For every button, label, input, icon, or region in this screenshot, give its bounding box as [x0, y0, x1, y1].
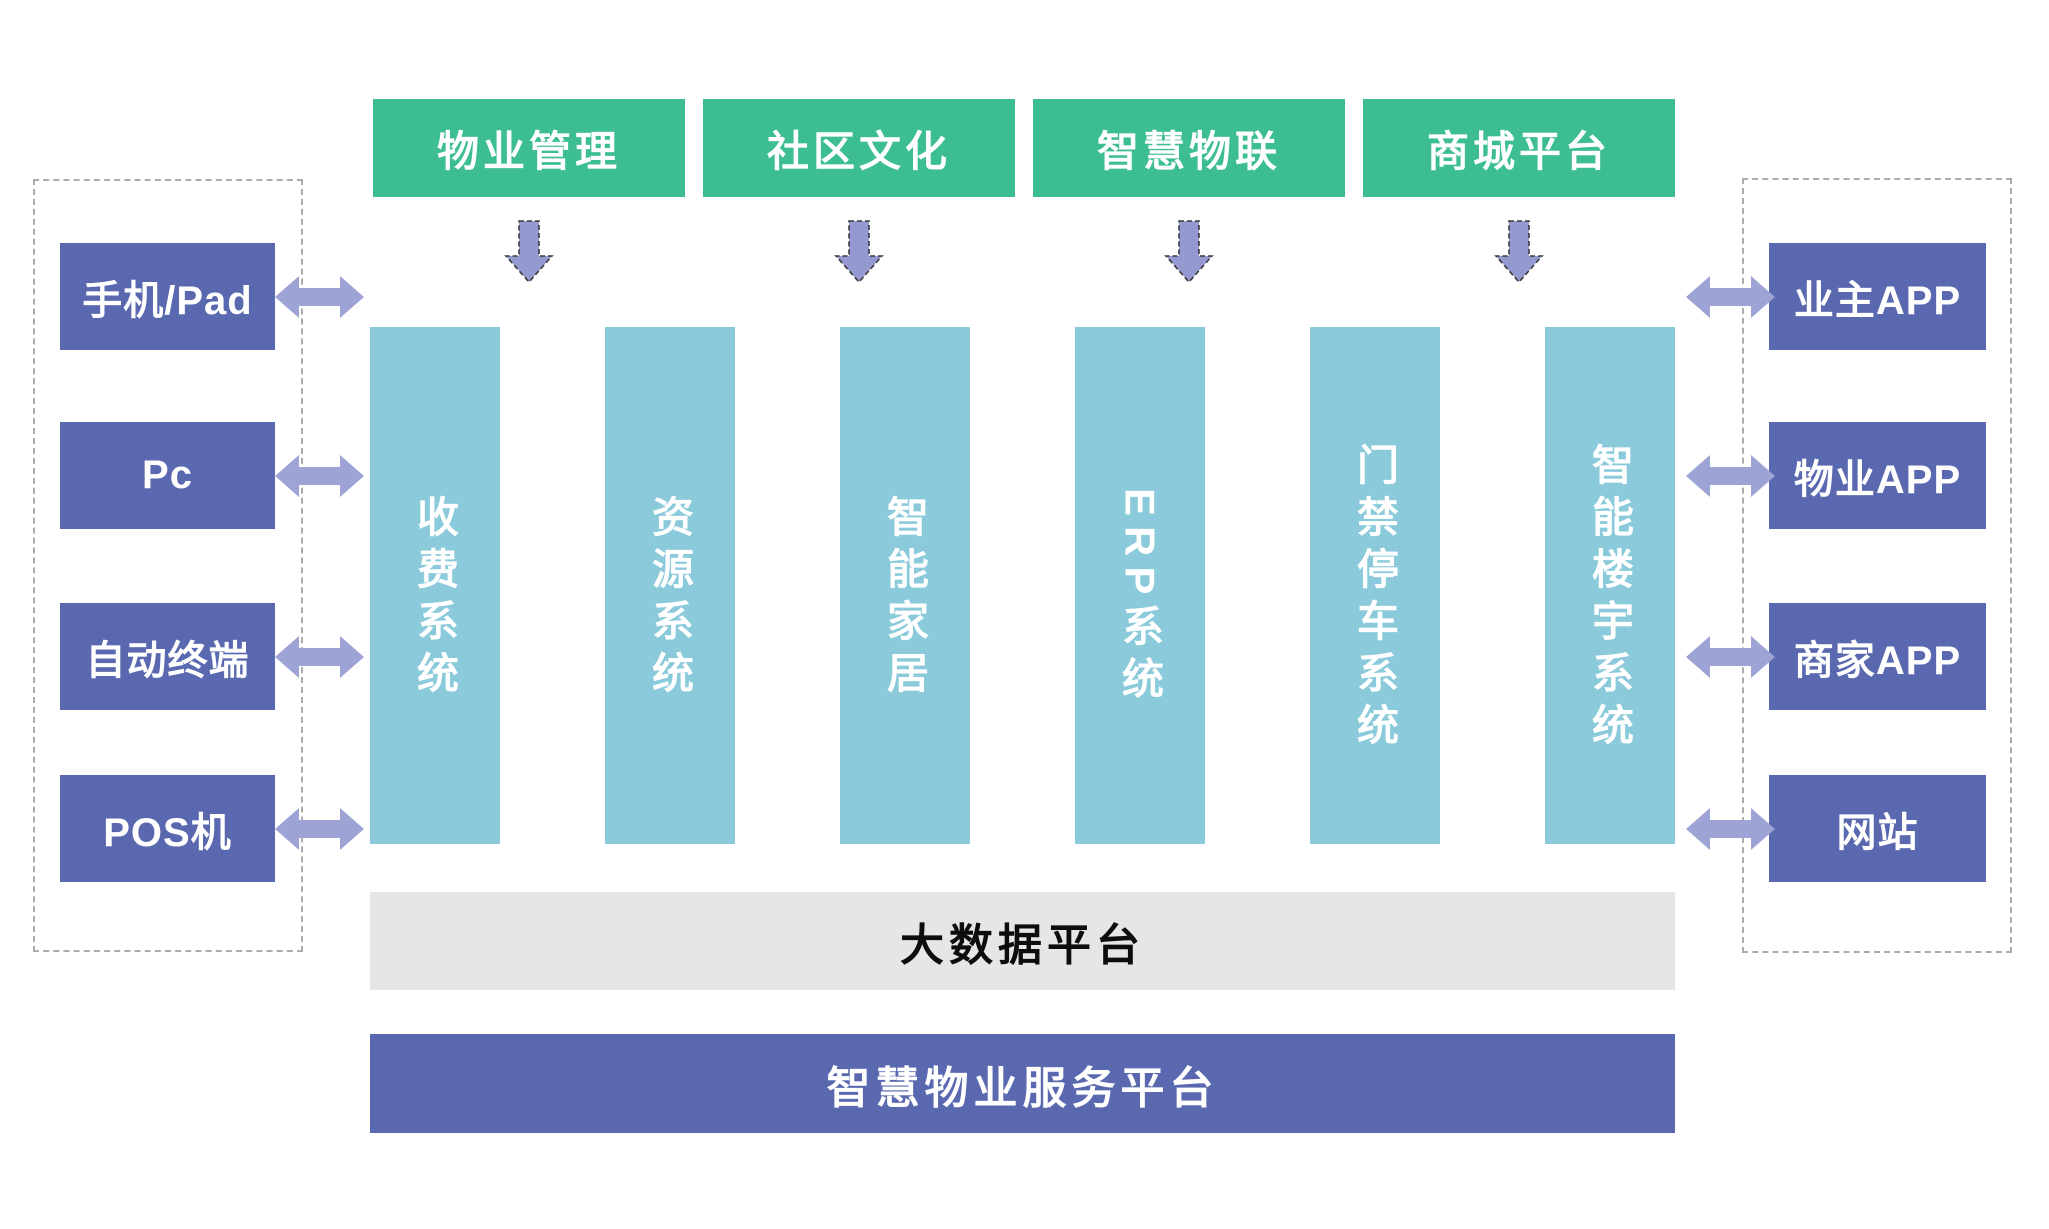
- double-arrow-icon: [275, 636, 364, 678]
- smart-property-platform-label: 智慧物业服务平台: [826, 1063, 1219, 1113]
- device-box-pos: POS机: [60, 775, 275, 882]
- system-label: 收费系统: [411, 494, 459, 703]
- left-devices-panel: [33, 179, 303, 952]
- header-box-smart-iot: 智慧物联: [1033, 99, 1345, 197]
- smart-property-platform-bar: 智慧物业服务平台: [370, 1034, 1675, 1133]
- header-label: 商城平台: [1426, 127, 1611, 175]
- system-column-smart-home: 智能家居: [840, 327, 970, 844]
- device-box-mobile-pad: 手机/Pad: [60, 243, 275, 350]
- client-label: 物业APP: [1793, 457, 1962, 502]
- header-label: 社区文化: [766, 127, 951, 175]
- device-label: 手机/Pad: [82, 278, 253, 323]
- header-box-property-management: 物业管理: [373, 99, 685, 197]
- client-box-owner-app: 业主APP: [1769, 243, 1986, 350]
- device-label: POS机: [103, 810, 232, 855]
- double-arrow-icon: [275, 276, 364, 318]
- system-column-charging: 收费系统: [370, 327, 500, 844]
- double-arrow-icon: [275, 455, 364, 497]
- device-box-pc: Pc: [60, 422, 275, 529]
- system-label: ERP系统: [1116, 488, 1164, 709]
- client-box-merchant-app: 商家APP: [1769, 603, 1986, 710]
- client-label: 商家APP: [1793, 638, 1962, 683]
- header-box-community-culture: 社区文化: [703, 99, 1015, 197]
- down-arrow-icon: [1164, 220, 1214, 284]
- header-box-mall-platform: 商城平台: [1363, 99, 1675, 197]
- header-label: 物业管理: [436, 127, 621, 175]
- double-arrow-icon: [1686, 276, 1775, 318]
- client-label: 业主APP: [1793, 278, 1962, 323]
- system-column-access-parking: 门禁停车系统: [1310, 327, 1440, 844]
- system-label: 资源系统: [646, 494, 694, 703]
- double-arrow-icon: [1686, 636, 1775, 678]
- down-arrow-icon: [504, 220, 554, 284]
- double-arrow-icon: [275, 808, 364, 850]
- right-clients-panel: [1742, 178, 2012, 953]
- client-box-property-app: 物业APP: [1769, 422, 1986, 529]
- client-box-website: 网站: [1769, 775, 1986, 882]
- down-arrow-icon: [834, 220, 884, 284]
- device-label: 自动终端: [85, 638, 250, 683]
- header-label: 智慧物联: [1096, 127, 1281, 175]
- system-column-resource: 资源系统: [605, 327, 735, 844]
- system-label: 智能家居: [881, 494, 929, 703]
- client-label: 网站: [1836, 810, 1919, 855]
- double-arrow-icon: [1686, 808, 1775, 850]
- big-data-platform-label: 大数据平台: [900, 921, 1145, 970]
- system-column-smart-building: 智能楼宇系统: [1545, 327, 1675, 844]
- system-label: 智能楼宇系统: [1586, 442, 1634, 755]
- device-label: Pc: [142, 453, 193, 497]
- system-label: 门禁停车系统: [1351, 442, 1399, 755]
- double-arrow-icon: [1686, 455, 1775, 497]
- down-arrow-icon: [1494, 220, 1544, 284]
- system-column-erp: ERP系统: [1075, 327, 1205, 844]
- big-data-platform-bar: 大数据平台: [370, 892, 1675, 990]
- device-box-auto-terminal: 自动终端: [60, 603, 275, 710]
